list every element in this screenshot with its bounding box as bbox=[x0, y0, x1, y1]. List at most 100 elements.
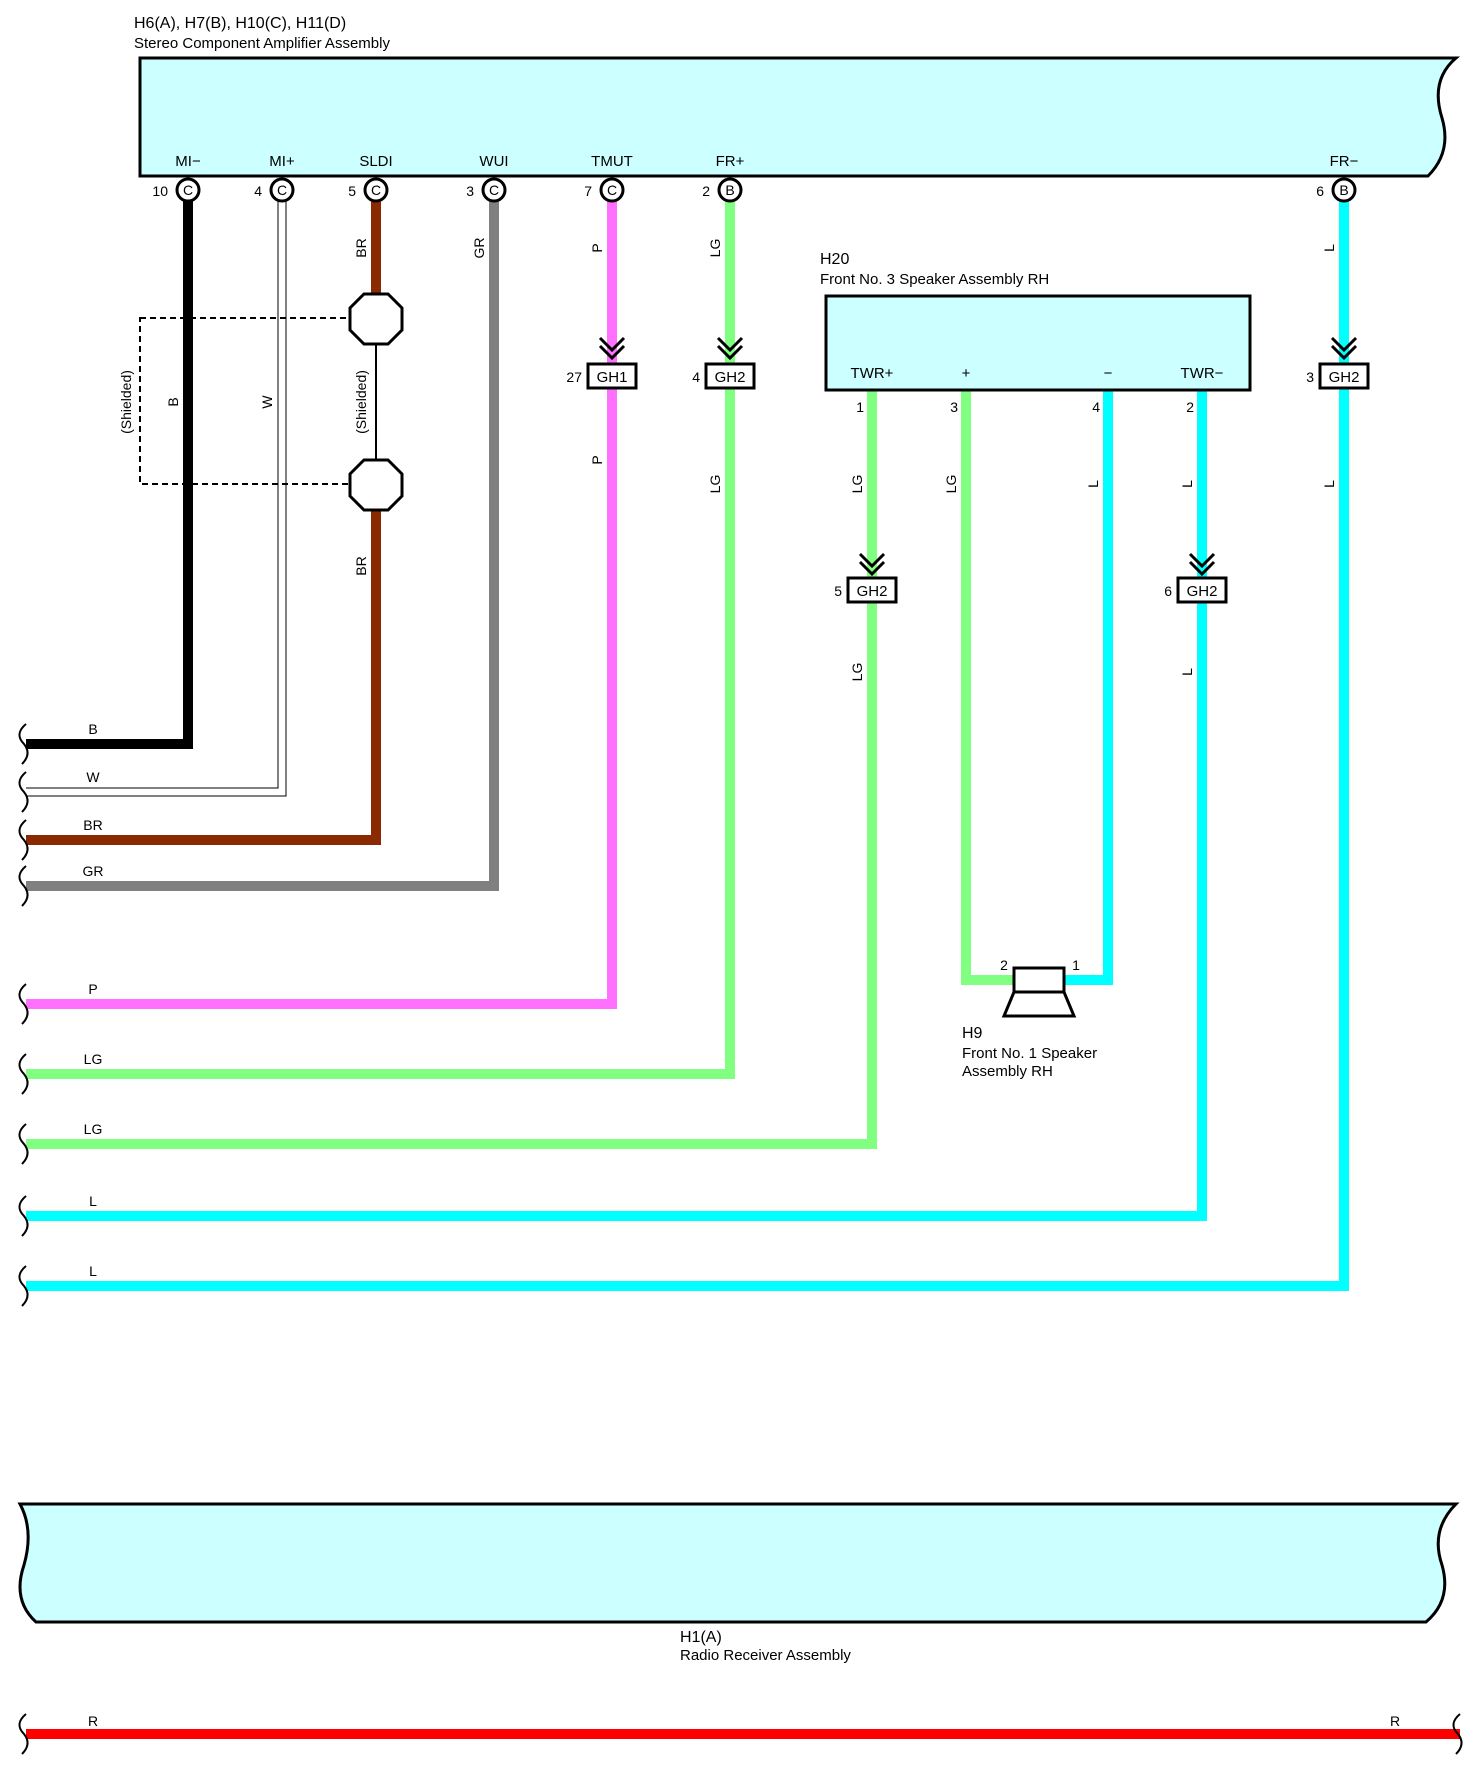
wire-lg-frplus bbox=[26, 190, 735, 1079]
svg-text:C: C bbox=[371, 182, 381, 198]
wire-l-frminus bbox=[26, 190, 1349, 1291]
svg-text:B: B bbox=[165, 397, 181, 406]
amp-pin-tmut: TMUT 7 C bbox=[584, 153, 633, 203]
svg-text:L: L bbox=[1085, 480, 1101, 488]
svg-text:GR: GR bbox=[83, 863, 104, 879]
amp-component-box bbox=[138, 56, 1461, 178]
amp-pin-mi-plus: MI+ 4 C bbox=[254, 153, 295, 203]
svg-text:1: 1 bbox=[1072, 957, 1080, 973]
wire-l-twrminus bbox=[26, 390, 1207, 1221]
svg-text:2: 2 bbox=[1186, 399, 1194, 415]
svg-text:LG: LG bbox=[84, 1121, 103, 1137]
svg-text:L: L bbox=[89, 1263, 97, 1279]
svg-text:2: 2 bbox=[1000, 957, 1008, 973]
speaker1-assembly: 2 1 H9 Front No. 1 Speaker Assembly RH bbox=[962, 957, 1097, 1080]
svg-text:5: 5 bbox=[348, 183, 356, 199]
svg-text:B: B bbox=[1339, 182, 1348, 198]
amp-pin-fr-minus: FR− 6 B bbox=[1316, 153, 1359, 203]
junction-gh2-4: GH2 4 bbox=[692, 336, 756, 390]
svg-text:P: P bbox=[589, 455, 605, 464]
wire-p bbox=[26, 190, 617, 1009]
shield-node-bottom bbox=[348, 458, 404, 512]
bottom-wire-label-right: R bbox=[1390, 1713, 1400, 1729]
junction-connectors: GH1 27 GH2 4 GH2 3 GH2 5 bbox=[566, 336, 1370, 604]
svg-text:TMUT: TMUT bbox=[591, 153, 633, 170]
speaker1-name-line2: Assembly RH bbox=[962, 1063, 1053, 1080]
junction-gh2-5: GH2 5 bbox=[834, 552, 898, 604]
svg-text:BR: BR bbox=[83, 817, 102, 833]
speaker3-assembly: H20 Front No. 3 Speaker Assembly RH TWR+… bbox=[820, 251, 1252, 415]
svg-text:W: W bbox=[259, 395, 275, 409]
svg-text:BR: BR bbox=[353, 556, 369, 575]
wires bbox=[26, 190, 1460, 1739]
svg-text:C: C bbox=[277, 182, 287, 198]
svg-text:6: 6 bbox=[1164, 583, 1172, 599]
svg-text:B: B bbox=[88, 721, 97, 737]
svg-text:GH2: GH2 bbox=[715, 369, 746, 386]
svg-text:6: 6 bbox=[1316, 183, 1324, 199]
radio-component-box bbox=[17, 1502, 1460, 1624]
svg-text:MI−: MI− bbox=[175, 153, 201, 170]
svg-text:−: − bbox=[1104, 365, 1113, 382]
svg-text:C: C bbox=[183, 182, 193, 198]
svg-text:GH2: GH2 bbox=[1187, 583, 1218, 600]
shield-label-left: (Shielded) bbox=[118, 370, 134, 434]
amp-id-label: H6(A), H7(B), H10(C), H11(D) bbox=[134, 15, 346, 32]
svg-text:FR−: FR− bbox=[1330, 153, 1359, 170]
svg-text:GH2: GH2 bbox=[857, 583, 888, 600]
svg-text:MI+: MI+ bbox=[269, 153, 295, 170]
amp-pin-fr-plus: FR+ 2 B bbox=[702, 153, 745, 203]
svg-text:LG: LG bbox=[849, 475, 865, 494]
svg-text:LG: LG bbox=[84, 1051, 103, 1067]
junction-gh1-27: GH1 27 bbox=[566, 336, 638, 390]
speaker3-name-label: Front No. 3 Speaker Assembly RH bbox=[820, 271, 1049, 288]
wire-labels-vertical: BR BR B W GR P P LG LG L L LG LG LG L L … bbox=[165, 238, 1337, 682]
wire-w bbox=[26, 190, 287, 797]
svg-text:L: L bbox=[89, 1193, 97, 1209]
speaker1-id-label: H9 bbox=[962, 1025, 983, 1042]
svg-text:4: 4 bbox=[692, 369, 700, 385]
svg-text:L: L bbox=[1321, 480, 1337, 488]
radio-id-label: H1(A) bbox=[680, 1629, 722, 1646]
amp-pin-wui: WUI 3 C bbox=[466, 153, 509, 203]
svg-text:GH2: GH2 bbox=[1329, 369, 1360, 386]
svg-text:FR+: FR+ bbox=[716, 153, 745, 170]
svg-text:10: 10 bbox=[152, 183, 168, 199]
svg-text:4: 4 bbox=[1092, 399, 1100, 415]
svg-text:L: L bbox=[1321, 244, 1337, 252]
svg-text:TWR−: TWR− bbox=[1181, 365, 1224, 382]
svg-text:B: B bbox=[725, 182, 734, 198]
svg-text:3: 3 bbox=[466, 183, 474, 199]
wire-lg-twrplus bbox=[26, 390, 877, 1149]
svg-text:LG: LG bbox=[707, 475, 723, 494]
svg-text:3: 3 bbox=[1306, 369, 1314, 385]
svg-text:5: 5 bbox=[834, 583, 842, 599]
svg-text:+: + bbox=[962, 365, 971, 382]
speaker-icon bbox=[1012, 966, 1066, 994]
shield-node-top bbox=[348, 292, 404, 346]
svg-text:GR: GR bbox=[471, 238, 487, 259]
svg-text:C: C bbox=[489, 182, 499, 198]
amp-pin-mi-minus: MI− 10 C bbox=[152, 153, 201, 203]
svg-text:2: 2 bbox=[702, 183, 710, 199]
speaker1-name-line1: Front No. 1 Speaker bbox=[962, 1045, 1097, 1062]
svg-text:27: 27 bbox=[566, 369, 582, 385]
amp-name-label: Stereo Component Amplifier Assembly bbox=[134, 35, 390, 52]
left-wire-ends: B W BR GR P LG LG L L bbox=[18, 721, 104, 1307]
junction-gh2-6: GH2 6 bbox=[1164, 552, 1228, 604]
amp-pin-sldi: SLDI 5 C bbox=[348, 153, 393, 203]
svg-text:L: L bbox=[1179, 668, 1195, 676]
svg-text:P: P bbox=[589, 243, 605, 252]
svg-text:GH1: GH1 bbox=[597, 369, 628, 386]
svg-text:SLDI: SLDI bbox=[359, 153, 392, 170]
svg-text:3: 3 bbox=[950, 399, 958, 415]
shield-label-right: (Shielded) bbox=[353, 370, 369, 434]
speaker3-id-label: H20 bbox=[820, 251, 849, 268]
bottom-wire-ends: R R bbox=[18, 1713, 1463, 1755]
svg-text:TWR+: TWR+ bbox=[851, 365, 894, 382]
wire-gr bbox=[26, 190, 499, 891]
wire-l-speaker bbox=[1062, 390, 1113, 985]
svg-text:1: 1 bbox=[856, 399, 864, 415]
svg-text:C: C bbox=[607, 182, 617, 198]
